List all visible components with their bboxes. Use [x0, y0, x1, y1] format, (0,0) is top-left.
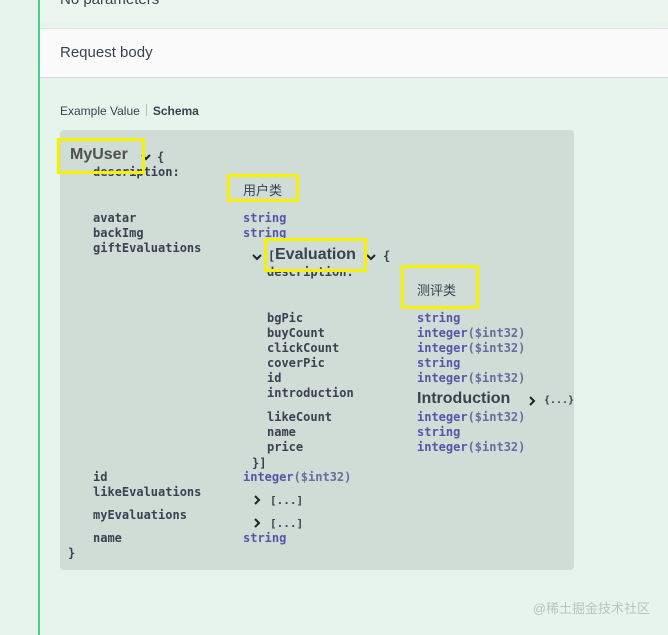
chevron-right-icon[interactable] — [252, 518, 262, 528]
type-avatar: string — [243, 211, 287, 225]
type-backimg: string — [243, 226, 287, 240]
highlight-box — [227, 174, 299, 202]
prop-id: id — [267, 371, 282, 385]
prop-buycount: buyCount — [267, 326, 325, 340]
close-brace: } — [68, 546, 76, 560]
type-coverpic: string — [417, 356, 461, 370]
prop-price: price — [267, 440, 304, 454]
tab-example-value[interactable]: Example Value — [60, 104, 140, 118]
request-body-header: Request body — [40, 28, 668, 78]
prop-likeevaluations: likeEvaluations — [93, 485, 202, 499]
operation-left-border — [38, 0, 40, 635]
prop-avatar: avatar — [93, 211, 137, 225]
evaluation-description-label: description: — [267, 265, 354, 279]
prop-giftevaluations: giftEvaluations — [93, 241, 202, 255]
type-buycount: integer($int32) — [417, 326, 526, 340]
description-value: 用户类 — [243, 183, 283, 198]
likeevaluations-collapsed[interactable]: [...] — [270, 494, 304, 507]
parameters-section — [40, 0, 668, 22]
open-brace: { — [157, 150, 165, 164]
prop-backimg: backImg — [93, 226, 144, 240]
prop-likecount: likeCount — [267, 410, 333, 424]
model-tabs: Example Value Schema — [60, 104, 199, 118]
type-id: integer($int32) — [417, 371, 526, 385]
type-clickcount: integer($int32) — [417, 341, 526, 355]
myevaluations-collapsed[interactable]: [...] — [270, 517, 304, 530]
type-name: string — [417, 425, 461, 439]
type-id-user: integer($int32) — [243, 470, 352, 484]
chevron-right-icon[interactable] — [527, 396, 537, 406]
array-open-bracket: [ — [268, 249, 276, 263]
prop-clickcount: clickCount — [267, 341, 340, 355]
type-price: integer($int32) — [417, 440, 526, 454]
prop-name-user: name — [93, 531, 122, 545]
prop-coverpic: coverPic — [267, 356, 325, 370]
prop-name: name — [267, 425, 296, 439]
type-bgpic: string — [417, 311, 461, 325]
highlight-box — [264, 238, 367, 272]
evaluation-model-title[interactable]: Evaluation — [275, 246, 356, 263]
request-body-title: Request body — [60, 44, 153, 61]
type-likecount: integer($int32) — [417, 410, 526, 424]
tab-schema[interactable]: Schema — [152, 104, 199, 118]
evaluation-description-value: 测评类 — [417, 283, 457, 298]
evaluation-open-brace: { — [383, 249, 391, 263]
prop-myevaluations: myEvaluations — [93, 508, 187, 522]
prop-introduction: introduction — [267, 386, 354, 400]
model-title[interactable]: MyUser — [70, 146, 128, 163]
chevron-down-icon[interactable] — [366, 252, 376, 262]
highlight-box — [57, 138, 145, 174]
introduction-model-title[interactable]: Introduction — [417, 390, 511, 407]
highlight-box — [401, 265, 479, 309]
prop-bgpic: bgPic — [267, 311, 304, 325]
chevron-right-icon[interactable] — [252, 495, 262, 505]
tab-divider — [145, 104, 147, 116]
prop-id-user: id — [93, 470, 108, 484]
schema-model-box: MyUser { description: 用户类 avatar string … — [57, 130, 575, 570]
chevron-down-icon[interactable] — [252, 252, 262, 262]
introduction-collapsed[interactable]: {...} — [544, 395, 575, 406]
evaluation-close: }] — [252, 456, 267, 470]
no-parameters-text: No parameters — [60, 0, 159, 8]
watermark: @稀土掘金技术社区 — [532, 601, 650, 616]
type-name-user: string — [243, 531, 287, 545]
